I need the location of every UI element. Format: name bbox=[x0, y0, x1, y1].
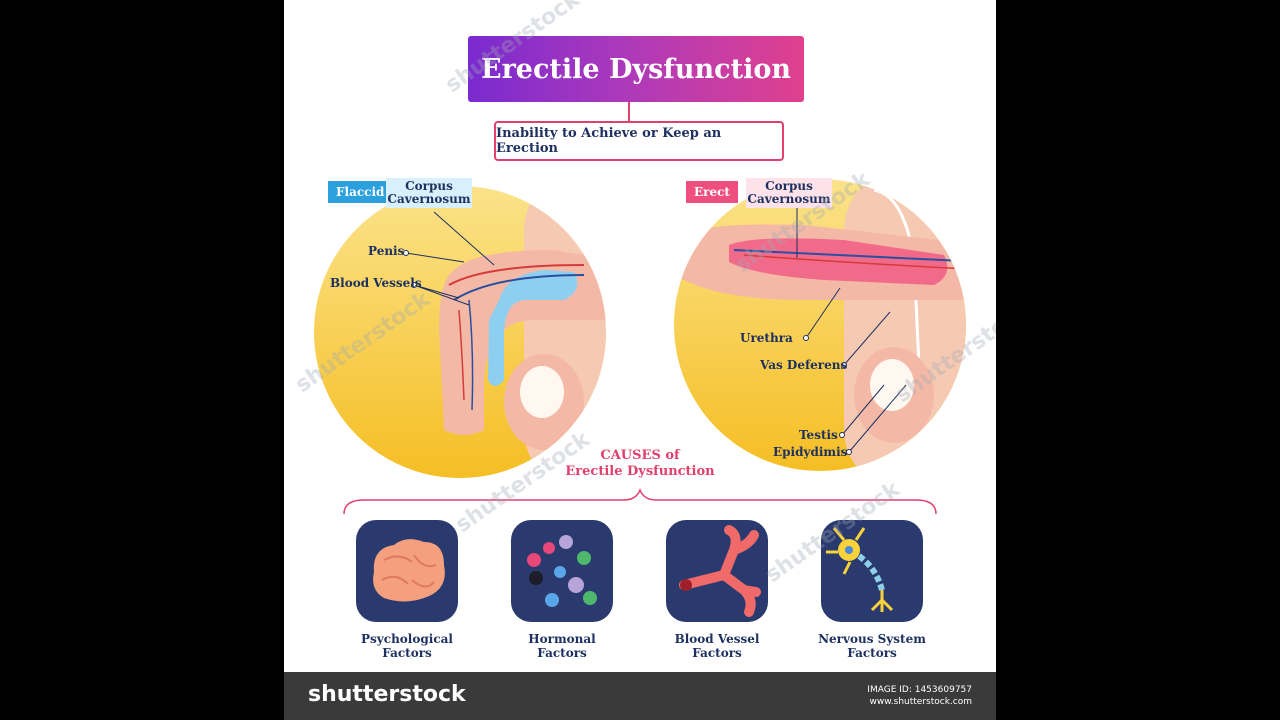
factor-label-line2: Factors bbox=[692, 646, 742, 660]
factor-label-line2: Factors bbox=[537, 646, 587, 660]
erect-corpus-label: Corpus Cavernosum bbox=[746, 178, 832, 208]
site-url: www.shutterstock.com bbox=[869, 697, 972, 707]
causes-line1: CAUSES of bbox=[600, 448, 680, 463]
flaccid-corpus-line2: Cavernosum bbox=[387, 192, 471, 206]
psychological-factors-label: Psychological Factors bbox=[337, 632, 477, 660]
flaccid-tag: Flaccid bbox=[328, 181, 393, 203]
causes-line2: Erectile Dysfunction bbox=[565, 464, 715, 479]
image-id-value: 1453609757 bbox=[914, 685, 972, 695]
blood-vessel-factors-label: Blood Vessel Factors bbox=[647, 632, 787, 660]
page-title: Erectile Dysfunction bbox=[481, 53, 791, 85]
brain-icon bbox=[356, 520, 458, 622]
erect-corpus-line2: Cavernosum bbox=[747, 192, 831, 206]
causes-heading: CAUSES of Erectile Dysfunction bbox=[530, 448, 750, 480]
subtitle: Inability to Achieve or Keep an Erection bbox=[496, 126, 722, 156]
factor-label-line2: Factors bbox=[382, 646, 432, 660]
image-id-label: IMAGE ID: bbox=[867, 685, 912, 695]
penis-label: Penis bbox=[368, 244, 405, 258]
shutterstock-logo: shutterstock bbox=[308, 682, 466, 707]
connector-layer bbox=[628, 102, 630, 121]
blood-vessels-label: Blood Vessels bbox=[330, 276, 422, 290]
title-banner: Erectile Dysfunction bbox=[468, 36, 804, 102]
image-id-info: IMAGE ID: 1453609757 www.shutterstock.co… bbox=[867, 684, 972, 708]
neuron-icon bbox=[821, 520, 923, 622]
footer-bar: shutterstock IMAGE ID: 1453609757 www.sh… bbox=[284, 672, 996, 720]
flaccid-corpus-line1: Corpus bbox=[405, 179, 453, 193]
urethra-label: Urethra bbox=[740, 331, 793, 345]
erect-corpus-line1: Corpus bbox=[765, 179, 813, 193]
subtitle-box: Inability to Achieve or Keep an Erection bbox=[494, 121, 784, 161]
erect-tag: Erect bbox=[686, 181, 738, 203]
hormonal-factors-label: Hormonal Factors bbox=[492, 632, 632, 660]
epidydimis-label: Epidydimis bbox=[773, 445, 848, 459]
factor-label-line2: Factors bbox=[847, 646, 897, 660]
flaccid-illustration bbox=[314, 186, 606, 478]
diagram-area: Erectile Dysfunction Inability to Achiev… bbox=[284, 0, 996, 672]
erect-illustration bbox=[674, 179, 966, 471]
infographic-canvas: Erectile Dysfunction Inability to Achiev… bbox=[284, 0, 996, 720]
anatomy-illustration bbox=[314, 179, 966, 622]
factor-label-line1: Nervous System bbox=[818, 632, 926, 646]
nervous-system-factors-label: Nervous System Factors bbox=[802, 632, 942, 660]
molecules-icon bbox=[511, 520, 613, 622]
blood-vessel-icon bbox=[666, 520, 768, 622]
causes-bracket bbox=[343, 487, 937, 515]
factor-label-line1: Blood Vessel bbox=[674, 632, 760, 646]
vas-deferens-label: Vas Deferens bbox=[760, 358, 848, 372]
factor-label-line1: Hormonal bbox=[528, 632, 596, 646]
factor-label-line1: Psychological bbox=[361, 632, 453, 646]
flaccid-corpus-label: Corpus Cavernosum bbox=[386, 178, 472, 208]
testis-label: Testis bbox=[799, 428, 838, 442]
